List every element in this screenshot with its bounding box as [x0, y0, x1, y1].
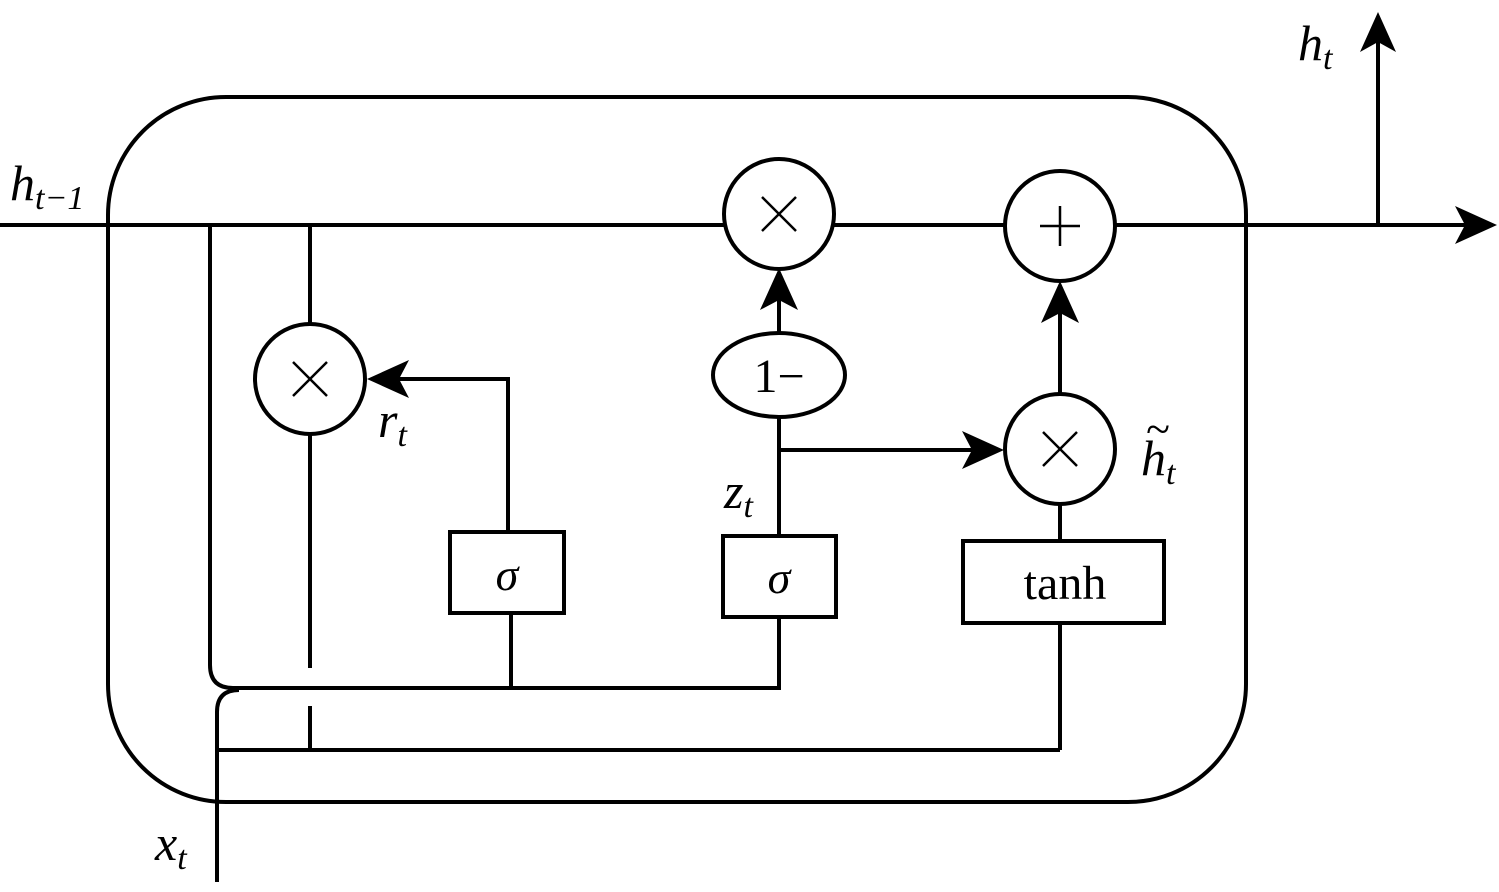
- reset-sigmoid-box: [448, 530, 566, 615]
- input-line: [215, 688, 240, 882]
- update-to-candidate-arrowhead: [962, 431, 1004, 469]
- h-out-label: ht: [1298, 15, 1334, 77]
- update-gate-subscript: t: [743, 488, 754, 525]
- candidate-subscript: t: [1166, 455, 1177, 492]
- update-gate-label: zt: [723, 463, 754, 525]
- x-in-subscript: t: [177, 840, 188, 877]
- h-prev-label: ht−1: [10, 155, 84, 217]
- h-out-subscript: t: [1323, 40, 1334, 77]
- candidate-label: ht: [1141, 430, 1177, 492]
- update-sigmoid-label: σ: [768, 552, 793, 603]
- reset-sigmoid-label: σ: [496, 549, 521, 600]
- reset-gate-label: rt: [378, 392, 408, 454]
- one-minus-arrowhead: [760, 268, 798, 310]
- x-in-label: xt: [154, 815, 188, 877]
- candidate-multiply-node: [1003, 392, 1117, 506]
- one-minus-label: 1−: [753, 350, 804, 403]
- tanh-label: tanh: [1024, 557, 1107, 610]
- output-arrowhead: [1455, 206, 1497, 244]
- cell-boundary: [106, 95, 1248, 804]
- reset-gate-arrowhead: [367, 360, 409, 398]
- tanh-box: [961, 539, 1166, 625]
- h-prev-subscript: t−1: [35, 180, 84, 217]
- reset-gate-line: [398, 377, 510, 532]
- reset-gate-subscript: t: [397, 417, 408, 454]
- update-sigmoid-box: [721, 534, 838, 619]
- add-node: [1003, 169, 1117, 283]
- keep-multiply-node: [722, 157, 836, 271]
- reset-multiply-node: [253, 322, 367, 436]
- output-up-arrowhead: [1360, 12, 1396, 52]
- hprev-gate-branch: [208, 225, 781, 690]
- one-minus-node: [711, 331, 847, 419]
- candidate-accent: ~: [1146, 405, 1170, 454]
- candidate-to-add-arrowhead: [1041, 281, 1079, 323]
